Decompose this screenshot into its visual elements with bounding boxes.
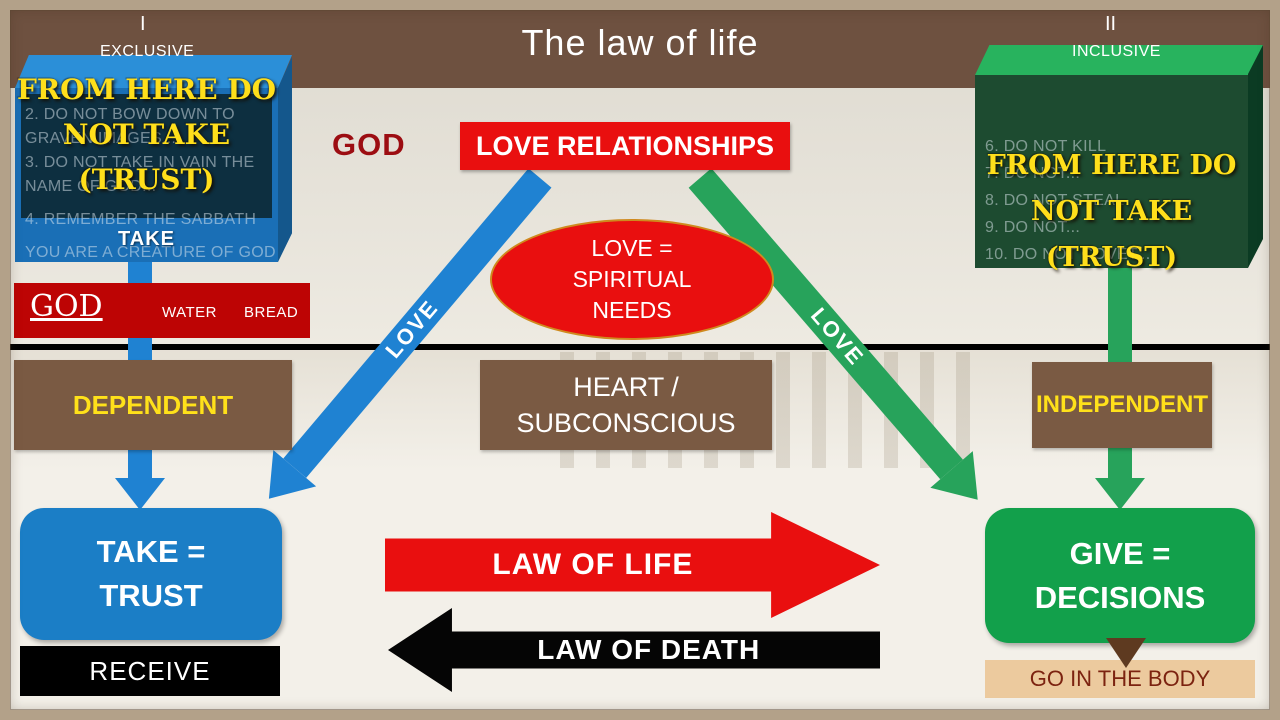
body-down-arrow: [1106, 638, 1146, 668]
conscious-divider-line: [10, 344, 1270, 350]
box-top-face: [975, 45, 1263, 75]
heart-line: HEART /: [573, 372, 679, 402]
commandment-line: GRAVEN IMAGES...: [25, 130, 177, 147]
commandment-line: 9. DO NOT...: [985, 219, 1081, 236]
overlay-line: NOT TAKE: [62, 118, 231, 151]
law-of-death-label: LAW OF DEATH: [537, 633, 761, 665]
water-label: WATER: [162, 304, 217, 321]
love-relationships-box: LOVE RELATIONSHIPS: [460, 122, 790, 170]
overlay-line: FROM HERE DO: [16, 73, 277, 106]
commandment-line: 3. DO NOT TAKE IN VAIN THE: [25, 154, 255, 171]
from-here-overlay-right: FROM HERE DO NOT TAKE (TRUST): [975, 143, 1248, 281]
bread-label: BREAD: [244, 304, 299, 321]
ellipse-line: NEEDS: [592, 297, 672, 323]
take-trust-line: TAKE =: [96, 534, 206, 569]
spiritual-needs-ellipse: LOVE = SPIRITUAL NEEDS: [490, 219, 774, 340]
law-of-death-arrow: LAW OF DEATH: [388, 608, 880, 692]
ellipse-line: SPIRITUAL: [572, 266, 692, 292]
take-trust-line: TRUST: [99, 578, 203, 613]
dependent-box: DEPENDENT: [14, 360, 292, 450]
god-provision-bar: GOD WATER BREAD: [14, 283, 310, 338]
independent-box: INDEPENDENT: [1032, 362, 1212, 448]
god-label: GOD: [30, 289, 103, 324]
box-front-face: 6. DO NOT KILL 7. DO NOT... 8. DO NOT ST…: [975, 75, 1248, 268]
from-here-overlay-left: FROM HERE DO NOT TAKE (TRUST): [15, 67, 278, 202]
commandment-line: 8. DO NOT STEAL: [985, 192, 1125, 209]
take-trust-box: TAKE = TRUST: [20, 508, 282, 640]
give-decisions-line: DECISIONS: [1034, 579, 1206, 615]
box-top-face: [15, 55, 292, 88]
commandments-box-right: 6. DO NOT KILL 7. DO NOT... 8. DO NOT ST…: [975, 45, 1263, 273]
inclusive-label: INCLUSIVE: [1072, 43, 1161, 60]
law-of-life-arrow: LAW OF LIFE: [385, 512, 880, 618]
commandment-line: 6. DO NOT KILL: [985, 138, 1107, 155]
slide-title: The law of life: [521, 22, 759, 63]
commandment-line: 2. DO NOT BOW DOWN TO: [25, 106, 235, 123]
commandment-line: NAME OF GOD...: [25, 178, 157, 195]
law-of-life-label: LAW OF LIFE: [492, 548, 694, 581]
numeral-two: II: [1105, 13, 1117, 35]
exclusive-label: EXCLUSIVE: [100, 43, 195, 60]
commandment-line: YOU ARE A CREATURE OF GOD: [25, 244, 276, 261]
commandments-box-left: 2. DO NOT BOW DOWN TO GRAVEN IMAGES... 3…: [15, 55, 292, 262]
give-decisions-line: GIVE =: [1069, 535, 1171, 571]
receive-bar: RECEIVE: [20, 646, 280, 696]
heart-line: SUBCONSCIOUS: [516, 408, 736, 438]
take-label: TAKE: [118, 228, 175, 250]
box-side-face: [1248, 45, 1263, 268]
commandment-line: 7. DO NOT...: [985, 165, 1081, 182]
commandment-line: 4. REMEMBER THE SABBATH: [25, 211, 257, 228]
heart-subconscious-box: HEART / SUBCONSCIOUS: [480, 360, 772, 450]
box-front-face: 2. DO NOT BOW DOWN TO GRAVEN IMAGES... 3…: [15, 88, 278, 262]
box-side-face: [278, 57, 292, 262]
commandment-line: 10. DO NOT COVET...: [985, 246, 1151, 263]
give-decisions-box: GIVE = DECISIONS: [985, 508, 1255, 643]
god-center-label: GOD: [332, 127, 406, 162]
overlay-line: NOT TAKE (TRUST): [1030, 196, 1193, 273]
numeral-one: I: [140, 13, 146, 35]
overlay-line: (TRUST): [78, 163, 215, 196]
overlay-line: FROM HERE DO: [986, 150, 1237, 181]
ellipse-line: LOVE =: [591, 235, 673, 261]
commandments-panel: [21, 94, 272, 218]
